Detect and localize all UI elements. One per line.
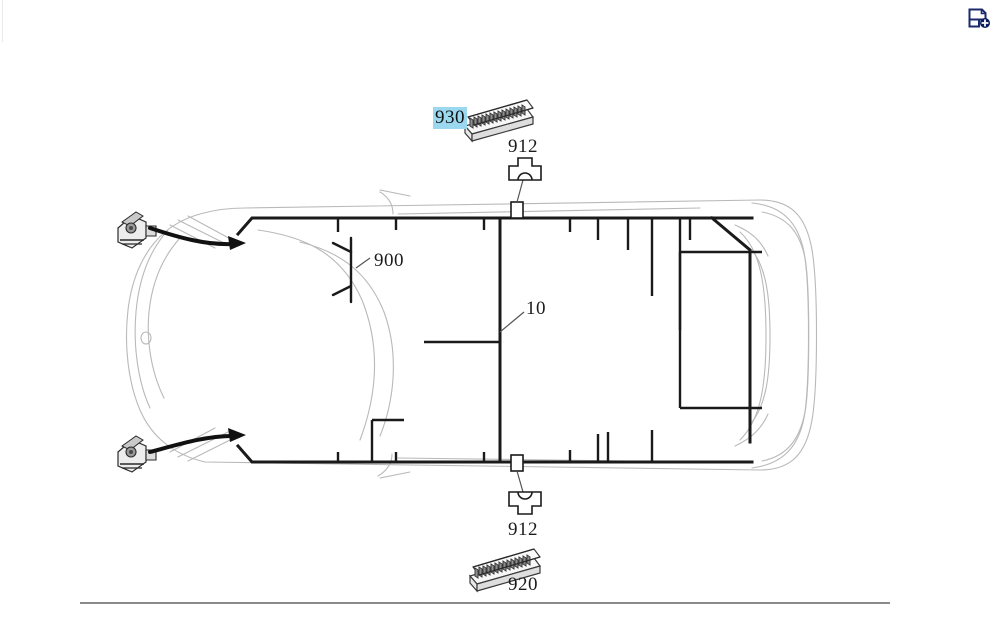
vehicle-outline [125, 189, 818, 479]
label-900[interactable]: 900 [374, 250, 404, 271]
label-10[interactable]: 10 [526, 298, 546, 319]
label-930[interactable]: 930 [433, 107, 467, 129]
splice-900-symbol[interactable] [331, 236, 353, 304]
label-920[interactable]: 920 [508, 574, 538, 595]
left-edge-divider [2, 0, 3, 42]
left-rear-connector[interactable] [117, 435, 157, 473]
add-to-collection-icon[interactable] [966, 6, 992, 32]
callout-arrow-rear [148, 428, 246, 454]
callout-arrow-front [148, 226, 246, 250]
leader-line-10 [499, 311, 525, 333]
left-front-connector[interactable] [117, 211, 157, 249]
ground-point-912-bottom[interactable] [508, 454, 542, 515]
connector-930[interactable] [460, 99, 535, 143]
label-912-bottom[interactable]: 912 [508, 519, 538, 540]
footer-separator [80, 602, 890, 604]
harness-trunk [235, 215, 754, 464]
label-912-top[interactable]: 912 [508, 136, 538, 157]
connector-920[interactable] [468, 548, 542, 593]
harness-branches [336, 218, 762, 462]
leader-line-900 [355, 257, 371, 269]
ground-point-912-top[interactable] [508, 157, 542, 219]
